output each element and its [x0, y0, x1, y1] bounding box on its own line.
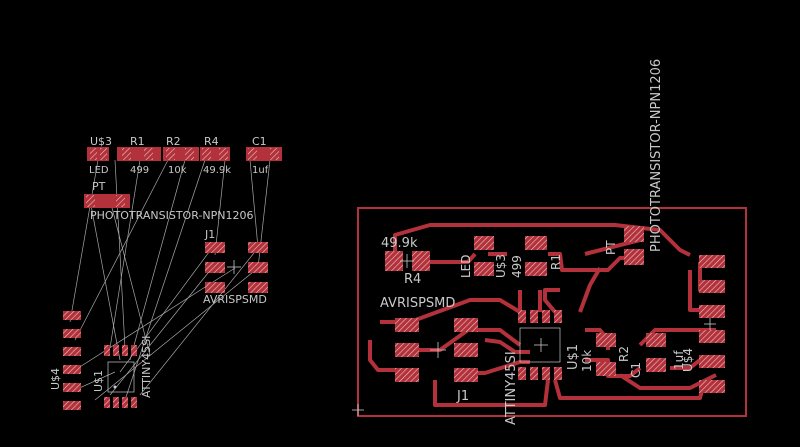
board-label-r1: R1	[549, 254, 563, 270]
label-phototransistor: PHOTOTRANSISTOR-NPN1206	[90, 209, 253, 222]
label-us1: U$1	[92, 370, 105, 392]
board-part-r2[interactable]	[596, 333, 616, 376]
label-499: 499	[130, 165, 149, 176]
unplaced-components: U$3 R1 R2 R4 C1 LED 499 10k 49.9k 1uf PT…	[49, 135, 282, 410]
label-us4: U$4	[49, 368, 62, 390]
unplaced-part-r4[interactable]	[200, 147, 230, 161]
unplaced-part-us1[interactable]	[104, 345, 137, 408]
board-label-us4: U$4	[681, 348, 695, 372]
routed-board: 49.9k R4 LED U$3 499 R1 PT PHOTOTRANSIST…	[352, 59, 747, 425]
board-outline	[357, 207, 747, 417]
unplaced-part-c1[interactable]	[246, 147, 282, 161]
unplaced-part-us3[interactable]	[87, 147, 109, 161]
board-part-us4[interactable]	[699, 255, 725, 393]
board-part-j1[interactable]	[395, 318, 478, 382]
label-r1: R1	[130, 135, 145, 148]
board-label-49-9k: 49.9k	[381, 236, 418, 251]
label-attiny45si: ATTINY45SI	[140, 336, 153, 398]
label-j1: J1	[204, 228, 215, 241]
label-us3: U$3	[90, 135, 112, 148]
board-label-pt: PT	[604, 240, 618, 255]
board-label-us1: U$1	[566, 344, 581, 370]
board-label-10k: 10k	[580, 350, 594, 372]
airwires	[69, 159, 271, 401]
board-part-r4[interactable]	[385, 251, 430, 271]
label-49-9k: 49.9k	[203, 165, 231, 176]
board-label-r4: R4	[404, 272, 421, 287]
unplaced-part-r1[interactable]	[117, 147, 161, 161]
label-10k: 10k	[168, 165, 187, 176]
board-label-1uf: 1uf	[672, 350, 686, 370]
label-c1: C1	[252, 135, 267, 148]
board-label-c1: C1	[629, 362, 643, 378]
label-r4: R4	[204, 135, 219, 148]
board-part-r1[interactable]	[525, 236, 547, 276]
unplaced-part-j1[interactable]	[205, 242, 268, 293]
unplaced-part-pt[interactable]	[84, 194, 130, 208]
unplaced-part-r2[interactable]	[163, 147, 199, 161]
label-avrispsmd: AVRISPSMD	[203, 293, 267, 306]
board-label-attiny45si: ATTINY45SI	[504, 351, 519, 425]
board-label-avrispsmd: AVRISPSMD	[380, 296, 455, 311]
board-label-us3: U$3	[494, 254, 508, 278]
label-pt: PT	[92, 180, 106, 193]
board-part-us3-led[interactable]	[474, 236, 494, 276]
board-label-led: LED	[459, 254, 473, 278]
label-led: LED	[89, 165, 109, 176]
board-label-499: 499	[510, 255, 524, 278]
label-r2: R2	[166, 135, 181, 148]
board-label-phototransistor: PHOTOTRANSISTOR-NPN1206	[649, 59, 664, 252]
board-part-pt[interactable]	[624, 226, 644, 265]
board-part-c1[interactable]	[646, 333, 666, 372]
board-part-us1-attiny[interactable]	[518, 310, 562, 380]
board-label-j1: J1	[456, 389, 469, 404]
label-1uf: 1uf	[252, 165, 269, 176]
board-label-r2: R2	[617, 346, 631, 362]
unplaced-part-us4[interactable]	[63, 311, 81, 410]
